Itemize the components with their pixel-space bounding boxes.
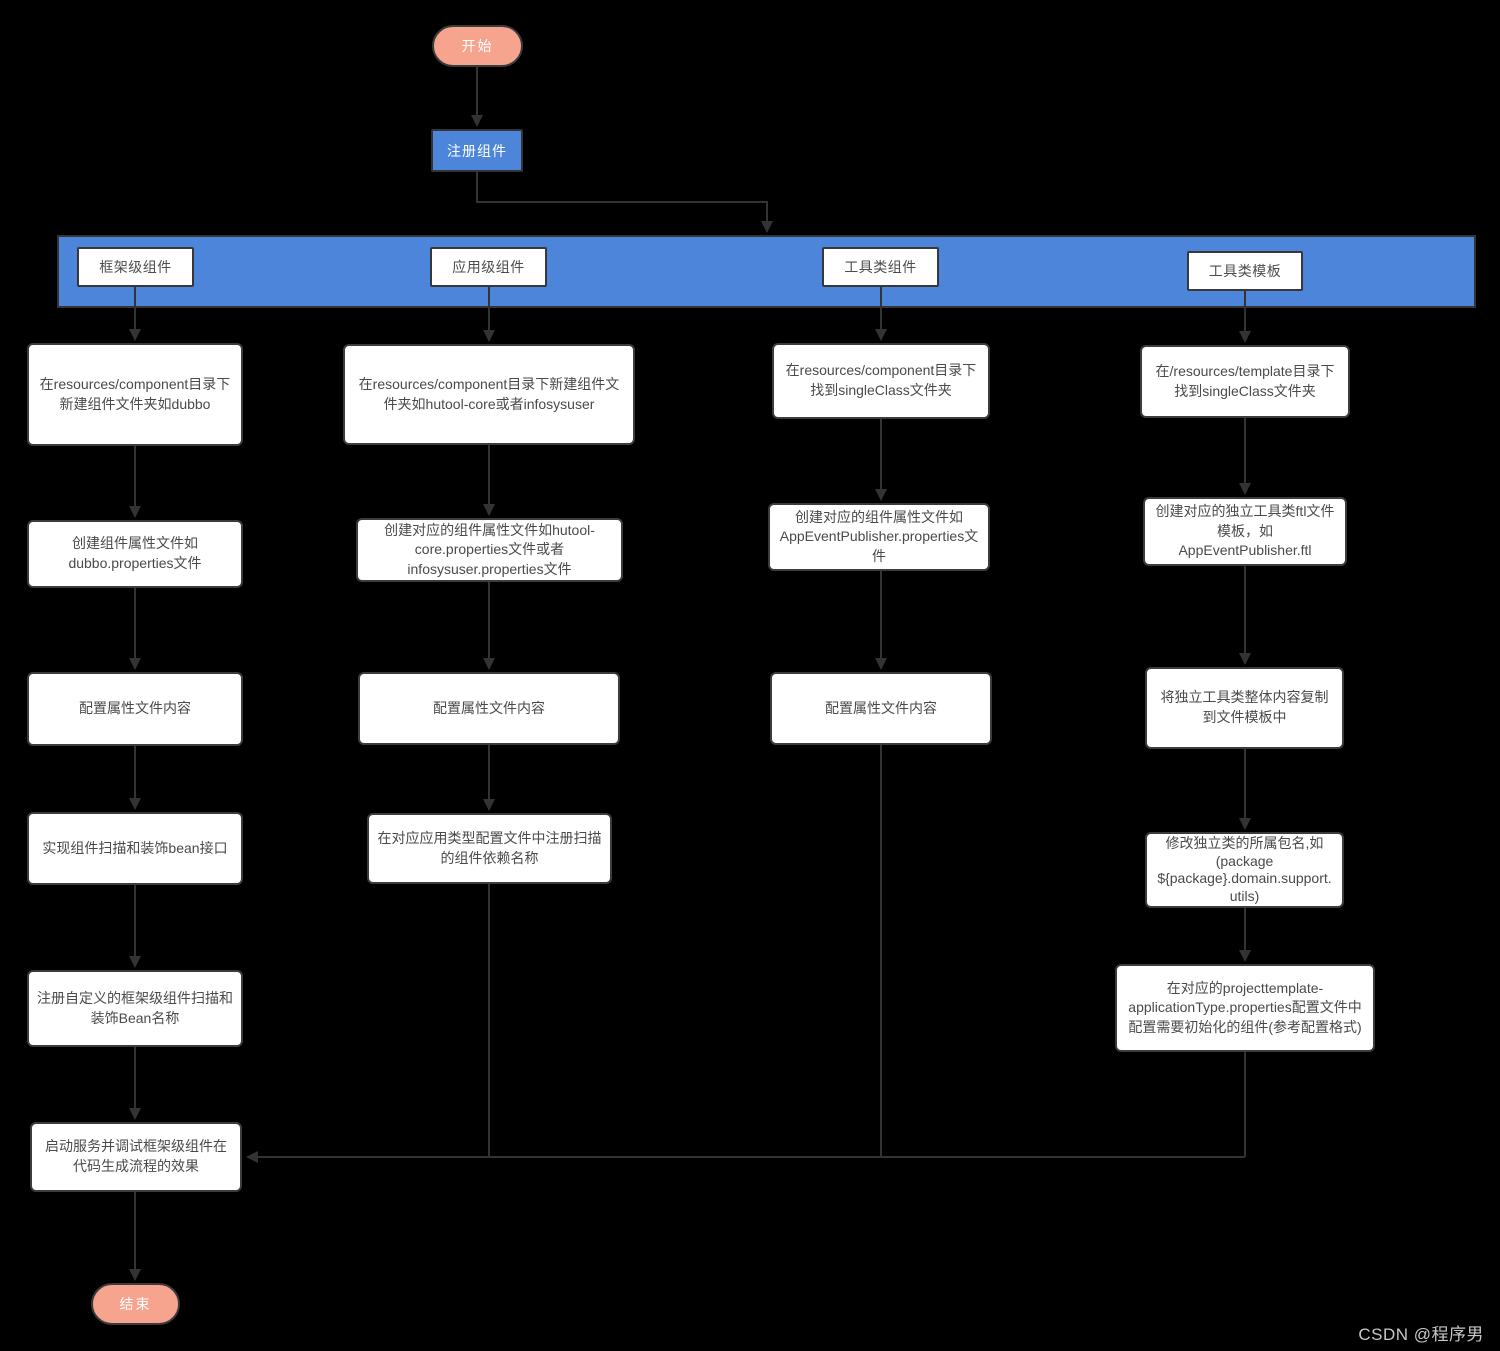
flow-step: 实现组件扫描和装饰bean接口: [27, 812, 243, 885]
branch-header-utility-template: 工具类模板: [1187, 251, 1303, 291]
flow-step: 在对应的projecttemplate-applicationType.prop…: [1115, 964, 1375, 1052]
end-label: 结束: [119, 1296, 152, 1312]
flow-step: 在/resources/template目录下找到singleClass文件夹: [1140, 345, 1350, 418]
start-label: 开始: [461, 38, 494, 54]
branch-header-label: 工具类模板: [1208, 263, 1282, 279]
flow-step: 在对应应用类型配置文件中注册扫描的组件依赖名称: [367, 813, 612, 884]
register-node: 注册组件: [431, 129, 523, 172]
branch-header-label: 工具类组件: [844, 259, 917, 275]
flow-step: 将独立工具类整体内容复制到文件模板中: [1145, 667, 1344, 749]
flow-step: 配置属性文件内容: [358, 672, 620, 745]
watermark: CSDN @程序男: [1358, 1325, 1484, 1344]
flow-step: 修改独立类的所属包名,如(package ${package}.domain.s…: [1145, 832, 1344, 908]
flow-step: 在resources/component目录下新建组件文件夹如hutool-co…: [343, 344, 635, 445]
start-node: 开始: [432, 25, 523, 67]
flow-step: 创建对应的独立工具类ftl文件模板，如AppEventPublisher.ftl: [1143, 497, 1347, 566]
flow-step: 创建对应的组件属性文件如hutool-core.properties文件或者in…: [356, 518, 623, 582]
flow-step: 创建对应的组件属性文件如AppEventPublisher.properties…: [768, 503, 990, 571]
branch-header-framework: 框架级组件: [77, 247, 194, 287]
final-step-node: 启动服务并调试框架级组件在代码生成流程的效果: [30, 1122, 242, 1192]
register-label: 注册组件: [447, 142, 507, 159]
branch-header-label: 框架级组件: [99, 259, 172, 275]
flow-step: 配置属性文件内容: [27, 672, 243, 746]
branch-header-label: 应用级组件: [452, 259, 525, 275]
flow-step: 配置属性文件内容: [770, 672, 992, 745]
flow-step: 在resources/component目录下新建组件文件夹如dubbo: [27, 343, 243, 446]
branch-header-utility-component: 工具类组件: [822, 247, 939, 287]
flow-step: 创建组件属性文件如dubbo.properties文件: [27, 520, 243, 588]
flow-step: 注册自定义的框架级组件扫描和装饰Bean名称: [27, 970, 243, 1047]
branch-header-application: 应用级组件: [430, 247, 547, 287]
end-node: 结束: [91, 1283, 180, 1325]
flow-step: 在resources/component目录下找到singleClass文件夹: [772, 343, 990, 419]
